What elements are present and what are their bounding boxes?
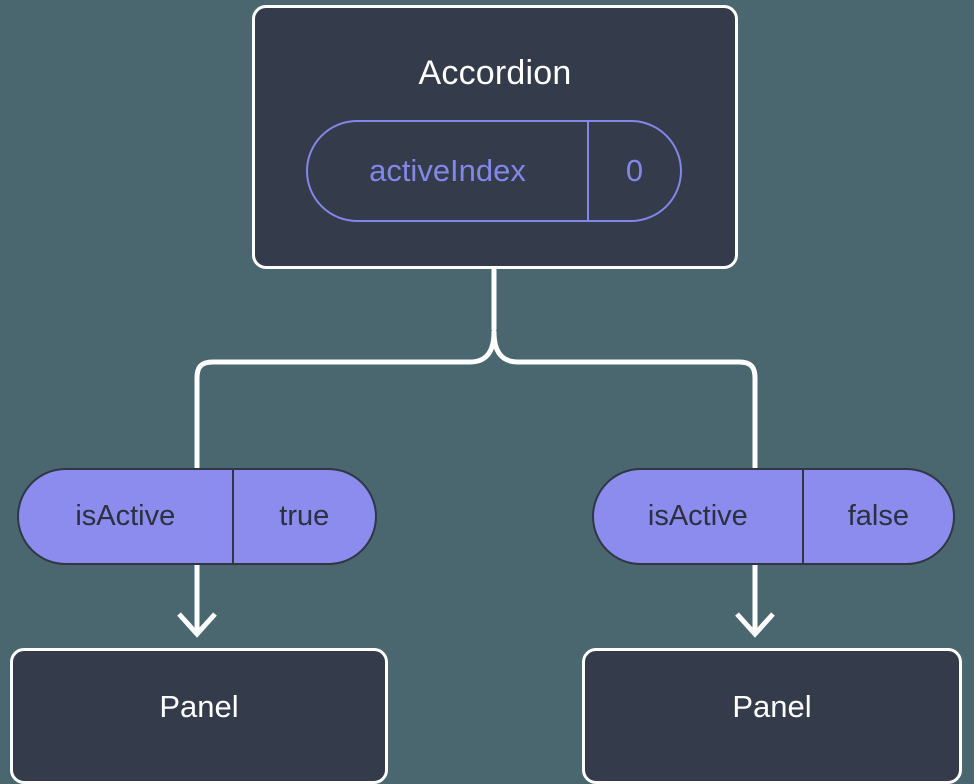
prop-pill-isactive-true[interactable]: isActive true — [17, 468, 377, 565]
prop-pill-isactive-true-key: isActive — [75, 500, 176, 532]
connector-brace-left — [194, 329, 497, 473]
panel-node-left-title: Panel — [159, 689, 239, 724]
panel-node-right[interactable]: Panel — [582, 648, 962, 784]
prop-pill-isactive-true-value: true — [231, 470, 375, 563]
prop-pill-isactive-false-value: false — [801, 470, 953, 563]
arrow-head-left-icon — [177, 612, 217, 638]
prop-pill-isactive-false[interactable]: isActive false — [592, 468, 955, 565]
prop-pill-activeindex-key: activeIndex — [369, 153, 526, 188]
connector-brace-right — [491, 329, 758, 473]
arrow-head-right-icon — [735, 612, 775, 638]
prop-pill-isactive-false-key: isActive — [647, 500, 748, 532]
panel-node-right-title: Panel — [732, 689, 812, 724]
panel-node-left[interactable]: Panel — [10, 648, 388, 784]
prop-pill-activeindex-value: 0 — [586, 122, 680, 220]
accordion-title: Accordion — [418, 54, 572, 92]
prop-pill-activeindex[interactable]: activeIndex 0 — [306, 120, 682, 222]
